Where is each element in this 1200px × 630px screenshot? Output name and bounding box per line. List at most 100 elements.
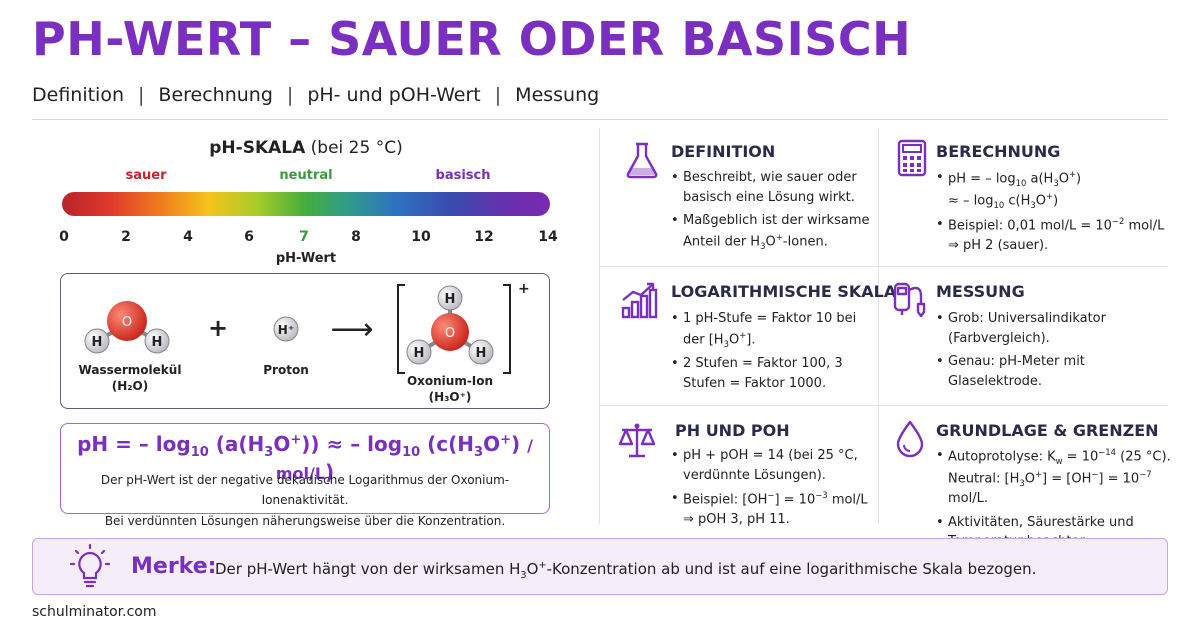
- nav-separator: |: [138, 84, 145, 106]
- grid-divider: [600, 266, 1168, 267]
- nav-item-berechnung: Berechnung: [158, 84, 273, 106]
- card-item: 2 Stufen = Faktor 100, 3 Stufen = Faktor…: [671, 354, 876, 393]
- ph-scale-title: pH-SKALA (bei 25 °C): [62, 138, 550, 158]
- oxonium-name: Oxonium-Ion: [406, 374, 494, 388]
- ph-formula: pH = – log10 (a(H3O+)) ≈ – log10 (c(H3O+…: [77, 432, 533, 484]
- nav-separator: |: [286, 84, 294, 106]
- oxonium-hydrogen-atom: [406, 339, 432, 365]
- nav-item-ph-poh: pH- und pOH-Wert: [307, 84, 481, 106]
- proton-label: Proton: [263, 363, 309, 377]
- scale-tick: 14: [538, 229, 558, 245]
- header-divider: [32, 119, 1168, 120]
- merke-box: [32, 538, 1168, 595]
- bracket-right: [503, 284, 511, 374]
- scale-tick: 6: [244, 229, 254, 245]
- atom-label: H: [445, 292, 456, 307]
- footer-source: schulminator.com: [32, 604, 157, 620]
- topic-nav: Definition | Berechnung | pH- und pOH-We…: [32, 84, 599, 106]
- nav-item-definition: Definition: [32, 84, 125, 106]
- card-title-grundlage: GRUNDLAGE & GRENZEN: [936, 421, 1159, 440]
- card-title-messung: MESSUNG: [936, 282, 1025, 301]
- page-title: pH-Wert – sauer oder basisch: [32, 12, 912, 66]
- water-drop-icon: [896, 420, 924, 458]
- ph-axis-label: pH-Wert: [275, 251, 337, 266]
- flask-icon: [626, 142, 658, 179]
- scale-tick: 8: [351, 229, 361, 245]
- atom-label: O: [122, 315, 132, 330]
- balance-scale-icon: [618, 423, 656, 458]
- water-hydrogen-atom: [144, 328, 170, 354]
- water-formula: (H₂O): [111, 378, 149, 393]
- bar-chart-trend-icon: [621, 282, 658, 319]
- reaction-diagram: O H H + H⁺ ⟶ + O H H H: [84, 281, 530, 374]
- formula-desc-line: Bei verdünnten Lösungen näherungsweise ü…: [104, 513, 506, 528]
- atom-label: H: [152, 335, 163, 350]
- scale-tick: 10: [411, 229, 431, 245]
- oxonium-formula: (H₃O⁺): [428, 389, 472, 404]
- card-title-definition: DEFINITION: [671, 142, 776, 161]
- reaction-box: [60, 273, 550, 409]
- scale-tick: 7: [299, 229, 309, 245]
- ph-scale-title-condition: (bei 25 °C): [310, 138, 403, 158]
- card-list-ph-poh: pH + pOH = 14 (bei 25 °C, verdünnte Lösu…: [671, 446, 876, 533]
- scale-label-acid: sauer: [125, 168, 167, 183]
- atom-label: H: [476, 346, 487, 361]
- card-title-berechnung: BERECHNUNG: [936, 142, 1061, 161]
- water-oxygen-atom: [107, 301, 147, 341]
- proton-atom: [273, 316, 299, 342]
- bracket-left: [397, 284, 405, 374]
- card-item: Maßgeblich ist der wirksame Anteil der H…: [671, 211, 876, 252]
- card-item: 1 pH-Stufe = Faktor 10 bei der [H3O+].: [671, 309, 876, 350]
- formula-desc-line: Der pH-Wert ist der negative dekadische …: [100, 473, 510, 508]
- scale-tick: 4: [183, 229, 193, 245]
- ph-meter-icon: [893, 282, 926, 318]
- oxonium-hydrogen-atom: [437, 285, 463, 311]
- card-item: Genau: pH-Meter mit Glaselektrode.: [936, 352, 1168, 391]
- card-item: Grob: Universalindikator (Farbvergleich)…: [936, 309, 1168, 348]
- proton-symbol: H⁺: [278, 323, 294, 337]
- oxonium-label: Oxonium-Ion (H₃O⁺): [390, 374, 510, 405]
- formula-description: Der pH-Wert ist der negative dekadische …: [61, 470, 549, 531]
- oxonium-oxygen-atom: [431, 313, 469, 351]
- atom-label: H: [92, 335, 103, 350]
- nav-separator: |: [494, 84, 502, 106]
- scale-tick: 0: [59, 229, 69, 245]
- charge-sign: +: [518, 281, 530, 297]
- scale-label-base: basisch: [435, 168, 491, 183]
- card-list-log: 1 pH-Stufe = Faktor 10 bei der [H3O+]. 2…: [671, 309, 876, 397]
- merke-label: Merke:: [131, 554, 217, 579]
- water-hydrogen-atom: [84, 328, 110, 354]
- grid-divider: [878, 128, 879, 524]
- grid-divider: [600, 405, 1168, 406]
- ph-scale-title-bold: pH-SKALA: [209, 138, 306, 158]
- card-title-log: LOGARITHMISCHE SKALA: [671, 282, 897, 301]
- grid-divider: [599, 128, 600, 524]
- merke-text-part: Der pH-Wert hängt von der wirksamen H: [215, 560, 521, 578]
- formula-box: pH = – log10 (a(H3O+)) ≈ – log10 (c(H3O+…: [60, 423, 550, 528]
- merke-text-part: -Konzentration ab und ist auf eine logar…: [546, 560, 1037, 578]
- reaction-arrow: ⟶: [330, 312, 373, 347]
- card-list-messung: Grob: Universalindikator (Farbvergleich)…: [936, 309, 1168, 395]
- card-list-berechnung: pH = – log10 a(H3O+)≈ – log10 c(H3O+) Be…: [936, 168, 1168, 260]
- merke-text: Der pH-Wert hängt von der wirksamen H3O+…: [215, 560, 1037, 581]
- scale-tick: 2: [121, 229, 131, 245]
- card-item: Beschreibt, wie sauer oder basisch eine …: [671, 168, 876, 207]
- card-item: pH + pOH = 14 (bei 25 °C, verdünnte Lösu…: [671, 446, 876, 485]
- scale-tick: 12: [474, 229, 494, 245]
- plus-sign: +: [208, 314, 228, 342]
- card-item: Autoprotolyse: Kw = 10−14 (25 °C).Neutra…: [936, 446, 1174, 509]
- ph-color-bar: [62, 192, 550, 216]
- oxonium-hydrogen-atom: [468, 339, 494, 365]
- scale-label-neutral: neutral: [279, 168, 333, 183]
- nav-item-messung: Messung: [515, 84, 600, 106]
- card-item: pH = – log10 a(H3O+)≈ – log10 c(H3O+): [936, 168, 1168, 211]
- atom-label: O: [445, 326, 455, 341]
- calculator-icon: [897, 139, 927, 177]
- card-list-definition: Beschreibt, wie sauer oder basisch eine …: [671, 168, 876, 256]
- atom-label: H: [414, 346, 425, 361]
- lightbulb-icon: [69, 543, 111, 588]
- water-label: Wassermolekül (H₂O): [70, 363, 190, 394]
- card-item: Beispiel: [OH−] = 10−3 mol/L⇒ pOH 3, pH …: [671, 489, 876, 529]
- card-title-ph-poh: PH UND POH: [675, 421, 790, 440]
- card-item: Beispiel: 0,01 mol/L = 10−2 mol/L⇒ pH 2 …: [936, 215, 1168, 255]
